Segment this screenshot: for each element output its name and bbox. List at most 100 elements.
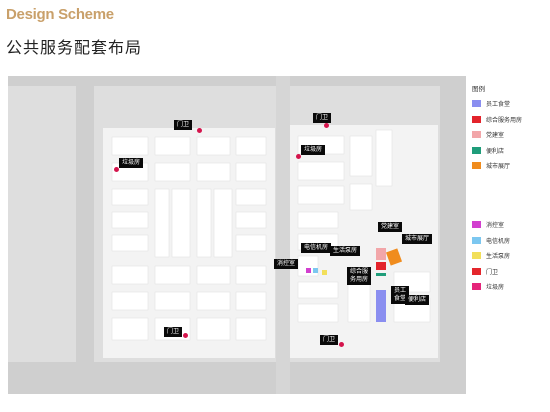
- garbage-marker-icon: [296, 154, 301, 159]
- legend-label: 员工食堂: [486, 101, 511, 108]
- callout-guard: 门卫: [313, 113, 332, 123]
- legend-item: 党建室: [472, 131, 542, 140]
- building: [196, 162, 231, 182]
- callout-guard: 门卫: [164, 327, 183, 337]
- legend-label: 门卫: [486, 268, 499, 276]
- service-room: [376, 262, 386, 270]
- building: [349, 183, 373, 211]
- callout-fire-control: 消控室: [274, 259, 299, 269]
- legend-swatch: [472, 236, 481, 244]
- building: [111, 234, 149, 252]
- callout-party: 党建室: [378, 222, 403, 232]
- canteen-room: [376, 290, 386, 322]
- legend-label: 垃圾房: [486, 284, 505, 292]
- legend-group: 消控室 电信机房 生活泵房 门卫 垃圾房: [472, 220, 542, 292]
- legend-item: 城市展厅: [472, 162, 542, 171]
- party-room: [376, 248, 386, 260]
- building: [235, 162, 267, 182]
- building: [347, 281, 371, 323]
- callout-canteen-line: 员工: [394, 287, 407, 294]
- building: [111, 136, 149, 156]
- callout-service: 综合服 务用房: [347, 267, 372, 285]
- design-scheme-heading: Design Scheme: [6, 6, 114, 23]
- guard-marker-icon: [183, 333, 188, 338]
- legend-swatch: [472, 267, 481, 275]
- callout-pump: 生活泵房: [330, 246, 361, 256]
- legend-label: 生活泵房: [486, 253, 511, 261]
- building: [196, 317, 231, 341]
- legend-swatch: [472, 252, 481, 260]
- legend-swatch: [472, 220, 481, 228]
- building: [235, 234, 267, 252]
- road-west: [76, 76, 94, 394]
- legend-label: 综合服务用房: [486, 116, 523, 124]
- building: [297, 303, 339, 323]
- callout-canteen-line: 食堂: [394, 295, 407, 302]
- legend-title: 图例: [472, 85, 485, 93]
- guard-marker-icon: [197, 128, 202, 133]
- legend-item: 消控室: [472, 220, 542, 229]
- legend-item: 员工食堂: [472, 100, 542, 108]
- legend-group: 员工食堂 综合服务用房 党建室 便利店 城市展厅: [472, 100, 542, 171]
- telecom-room: [313, 268, 318, 273]
- legend-item: 便利店: [472, 146, 542, 155]
- legend-label: 电信机房: [486, 237, 511, 245]
- building: [111, 188, 149, 206]
- building: [111, 317, 149, 341]
- callout-garbage: 垃圾房: [301, 145, 326, 155]
- legend-item: 综合服务用房: [472, 115, 542, 124]
- legend-item: 电信机房: [472, 236, 542, 245]
- callout-garbage: 垃圾房: [119, 158, 144, 168]
- building: [375, 129, 393, 187]
- legend-swatch: [472, 146, 481, 154]
- callout-canteen: 员工 食堂: [391, 286, 410, 304]
- building: [111, 211, 149, 229]
- building: [235, 291, 267, 311]
- legend-item: 生活泵房: [472, 252, 542, 261]
- building: [235, 317, 267, 341]
- guard-marker-icon: [324, 123, 329, 128]
- legend-swatch: [472, 131, 481, 139]
- callout-exhibition: 城市展厅: [402, 234, 433, 244]
- building: [196, 265, 231, 285]
- building: [297, 281, 339, 299]
- callout-service-line: 务用房: [350, 276, 369, 283]
- legend-swatch: [472, 100, 481, 107]
- legend-swatch: [472, 283, 481, 291]
- guard-marker-icon: [339, 342, 344, 347]
- building: [235, 211, 267, 229]
- road-north: [8, 76, 466, 86]
- building: [349, 135, 373, 177]
- building: [196, 291, 231, 311]
- building: [196, 188, 212, 258]
- callout-store: 便利店: [405, 295, 430, 305]
- legend: 图例 员工食堂 综合服务用房 党建室 便利店 城市展厅 消控室 电信机房 生活泵…: [472, 83, 542, 299]
- building: [235, 136, 267, 156]
- legend-label: 城市展厅: [486, 163, 511, 171]
- building: [297, 161, 345, 181]
- legend-label: 党建室: [486, 132, 505, 140]
- legend-item: 垃圾房: [472, 283, 542, 292]
- road-east: [440, 76, 466, 394]
- legend-swatch: [472, 115, 481, 123]
- road-middle: [276, 76, 290, 394]
- building: [154, 188, 170, 258]
- callout-service-line: 综合服: [350, 268, 369, 275]
- building: [171, 188, 191, 258]
- building: [196, 136, 231, 156]
- building: [111, 291, 149, 311]
- garbage-marker-icon: [114, 167, 119, 172]
- store-room: [376, 273, 386, 276]
- legend-item: 门卫: [472, 267, 542, 276]
- building: [235, 265, 267, 285]
- building: [154, 136, 191, 156]
- page-title: 公共服务配套布局: [6, 38, 143, 57]
- callout-guard: 门卫: [320, 335, 339, 345]
- building: [297, 211, 339, 229]
- exhibition-room: [385, 248, 403, 266]
- building: [297, 185, 345, 205]
- building: [154, 265, 191, 285]
- building: [111, 265, 149, 285]
- legend-swatch: [472, 162, 481, 170]
